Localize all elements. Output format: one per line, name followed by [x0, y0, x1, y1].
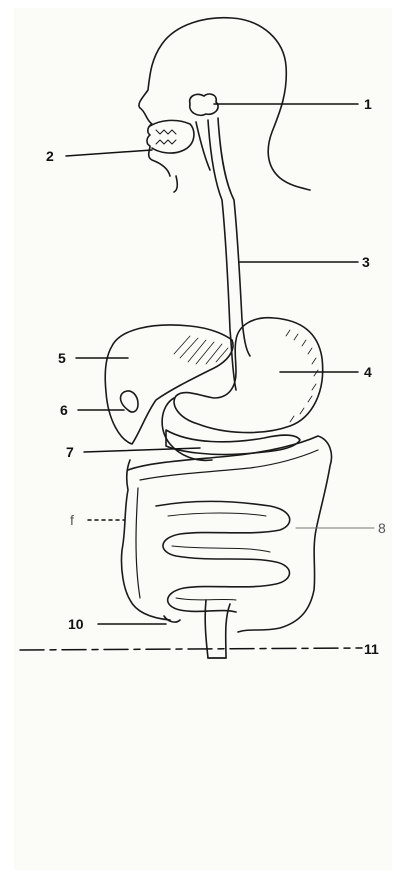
label-4: 4 [364, 364, 372, 380]
label-10: 10 [68, 616, 84, 632]
label-2: 2 [46, 148, 54, 164]
label-3: 3 [362, 254, 370, 270]
label-1: 1 [364, 96, 372, 112]
label-5: 5 [58, 350, 66, 366]
label-8: 8 [378, 520, 386, 536]
label-6: 6 [60, 402, 68, 418]
label-11: 11 [364, 641, 379, 657]
label-9: f [70, 512, 74, 528]
label-7: 7 [66, 444, 74, 460]
paper-sheet [14, 8, 392, 870]
